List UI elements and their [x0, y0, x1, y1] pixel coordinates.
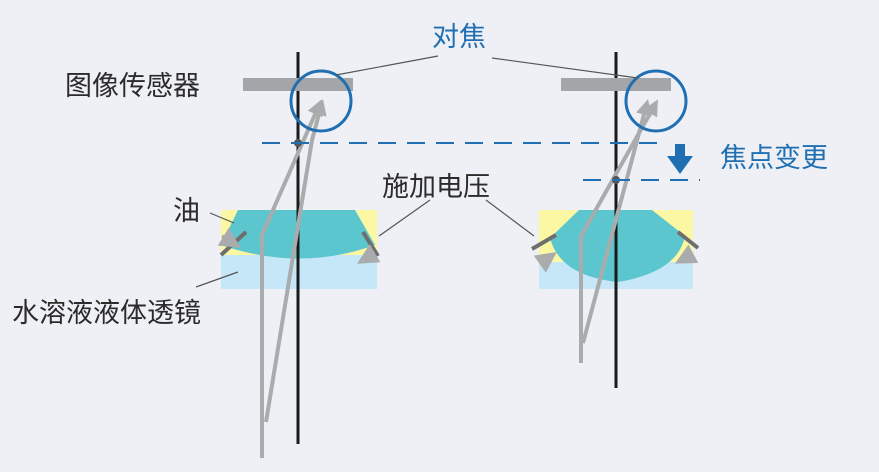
leader-voltage-right	[485, 199, 535, 237]
leader-voltage	[378, 199, 431, 237]
label-focus-change: 焦点变更	[720, 143, 828, 174]
right-focus-circle	[624, 69, 688, 133]
left-electrode-arrow-left	[217, 227, 241, 248]
left-focus-circle	[289, 69, 353, 133]
left-image-sensor	[243, 78, 353, 91]
leader-focus-right	[491, 57, 639, 79]
left-assembly	[217, 52, 381, 458]
right-image-sensor	[561, 78, 671, 91]
right-ray-1	[579, 99, 658, 363]
left-ray-1	[260, 99, 323, 458]
leader-oil	[209, 212, 235, 224]
label-oil: 油	[173, 196, 200, 227]
label-apply-voltage: 施加电压	[382, 172, 490, 203]
right-assembly	[530, 52, 700, 388]
leader-focus-left	[335, 55, 439, 76]
right-ray-2	[581, 99, 652, 344]
label-liquid-lens: 水溶液液体透镜	[12, 298, 201, 329]
left-ray-2	[264, 99, 327, 423]
left-electrode-arrow-right	[356, 244, 381, 264]
label-focus: 对焦	[432, 22, 486, 53]
leader-lens	[195, 271, 239, 288]
down-arrow-icon	[667, 144, 693, 174]
right-electrode-arrow-left	[533, 251, 557, 273]
right-electrode-left	[530, 233, 558, 251]
label-image-sensor: 图像传感器	[65, 71, 200, 102]
right-electrode-arrow-right	[674, 244, 699, 264]
